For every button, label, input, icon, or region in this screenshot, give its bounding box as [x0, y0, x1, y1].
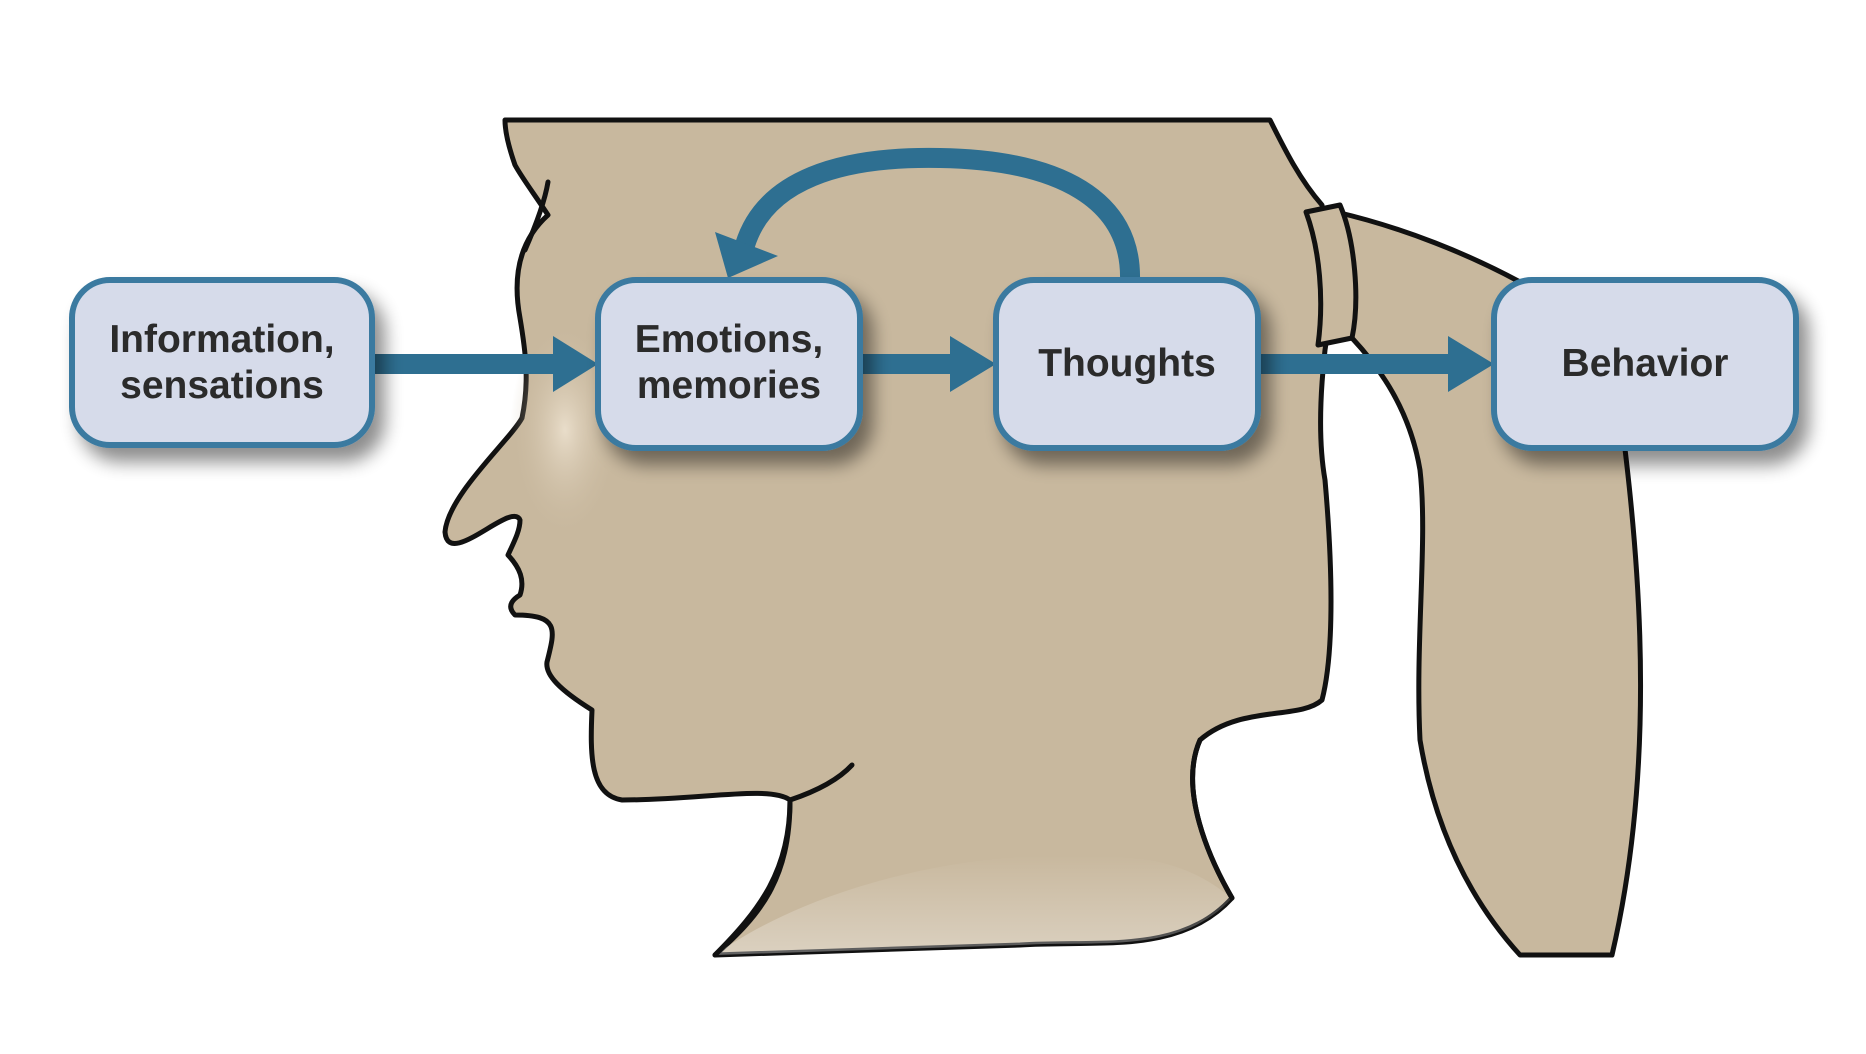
node-information-label-line-1: Information, — [109, 318, 334, 361]
arrow-emotions-to-thoughts-head — [950, 336, 996, 392]
node-thoughts-box — [993, 277, 1261, 451]
arrow-thoughts-to-emotions-head — [715, 232, 778, 278]
node-behavior-label: Behavior — [1562, 342, 1729, 385]
arrow-thoughts-to-behavior-head — [1448, 336, 1494, 392]
node-information — [69, 277, 375, 448]
node-behavior — [1491, 277, 1799, 451]
node-emotions-label-line-1: Emotions, — [635, 318, 824, 361]
node-thoughts-label: Thoughts — [1038, 342, 1216, 385]
node-information-label-line-2: sensations — [120, 364, 324, 407]
node-emotions-label-line-2: memories — [637, 364, 821, 407]
hair-band — [1303, 202, 1359, 348]
arrow-thoughts-to-emotions-arc — [735, 147, 1141, 281]
arrow-emotions-to-thoughts-shaft — [860, 354, 960, 374]
node-behavior-box — [1491, 277, 1799, 451]
node-emotions — [595, 277, 863, 451]
neck-back-stroke — [1190, 737, 1235, 901]
cheek-highlight — [510, 320, 620, 540]
arrow-thoughts-to-behavior-shaft — [1258, 354, 1458, 374]
arrow-information-to-emotions-shaft — [375, 354, 565, 374]
node-emotions-box — [595, 277, 863, 451]
arrows — [375, 336, 1494, 392]
jaw-stroke — [787, 762, 855, 803]
brow-stroke — [522, 179, 551, 253]
arrow-information-to-emotions-head — [553, 336, 598, 392]
neck-shading — [715, 854, 1232, 955]
node-thoughts — [993, 277, 1261, 451]
node-information-box — [69, 277, 375, 448]
neck-front-stroke — [712, 797, 793, 958]
